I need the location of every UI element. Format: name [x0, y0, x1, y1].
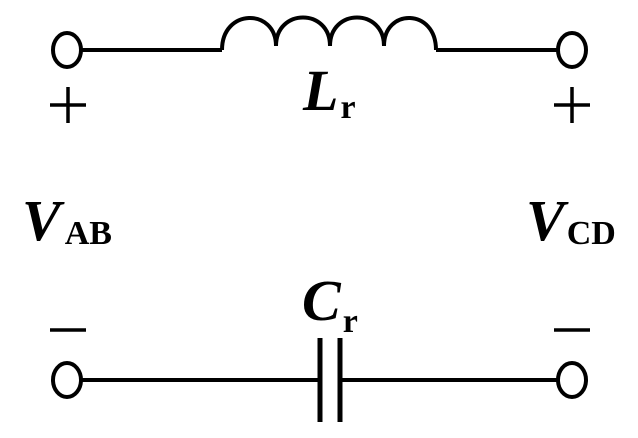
- right-port-voltage-label: VCD: [526, 188, 616, 253]
- right-port-subscript: CD: [567, 215, 616, 252]
- right-port-symbol: V: [526, 188, 569, 253]
- inductor-coil: [220, 15, 438, 51]
- terminal-c: [556, 31, 588, 69]
- right-bottom-sign-text: −: [0, 0, 1, 1]
- left-bottom-sign-text: −: [0, 0, 1, 1]
- terminal-b: [51, 361, 83, 399]
- capacitor-symbol: C: [302, 268, 342, 333]
- inductor-label: Lr: [302, 58, 356, 126]
- right-plus-sign: [554, 87, 590, 123]
- left-port-symbol: V: [22, 188, 65, 253]
- right-top-sign-text: +: [0, 0, 1, 1]
- terminal-a: [51, 31, 83, 69]
- left-top-sign-text: +: [0, 0, 1, 1]
- inductor-subscript: r: [340, 89, 355, 126]
- left-plus-sign: [50, 87, 86, 123]
- inductor-symbol: L: [302, 58, 338, 123]
- terminal-d: [556, 361, 588, 399]
- left-port-subscript: AB: [65, 215, 112, 252]
- capacitor-subscript: r: [343, 303, 358, 340]
- capacitor-label: Cr: [302, 268, 358, 340]
